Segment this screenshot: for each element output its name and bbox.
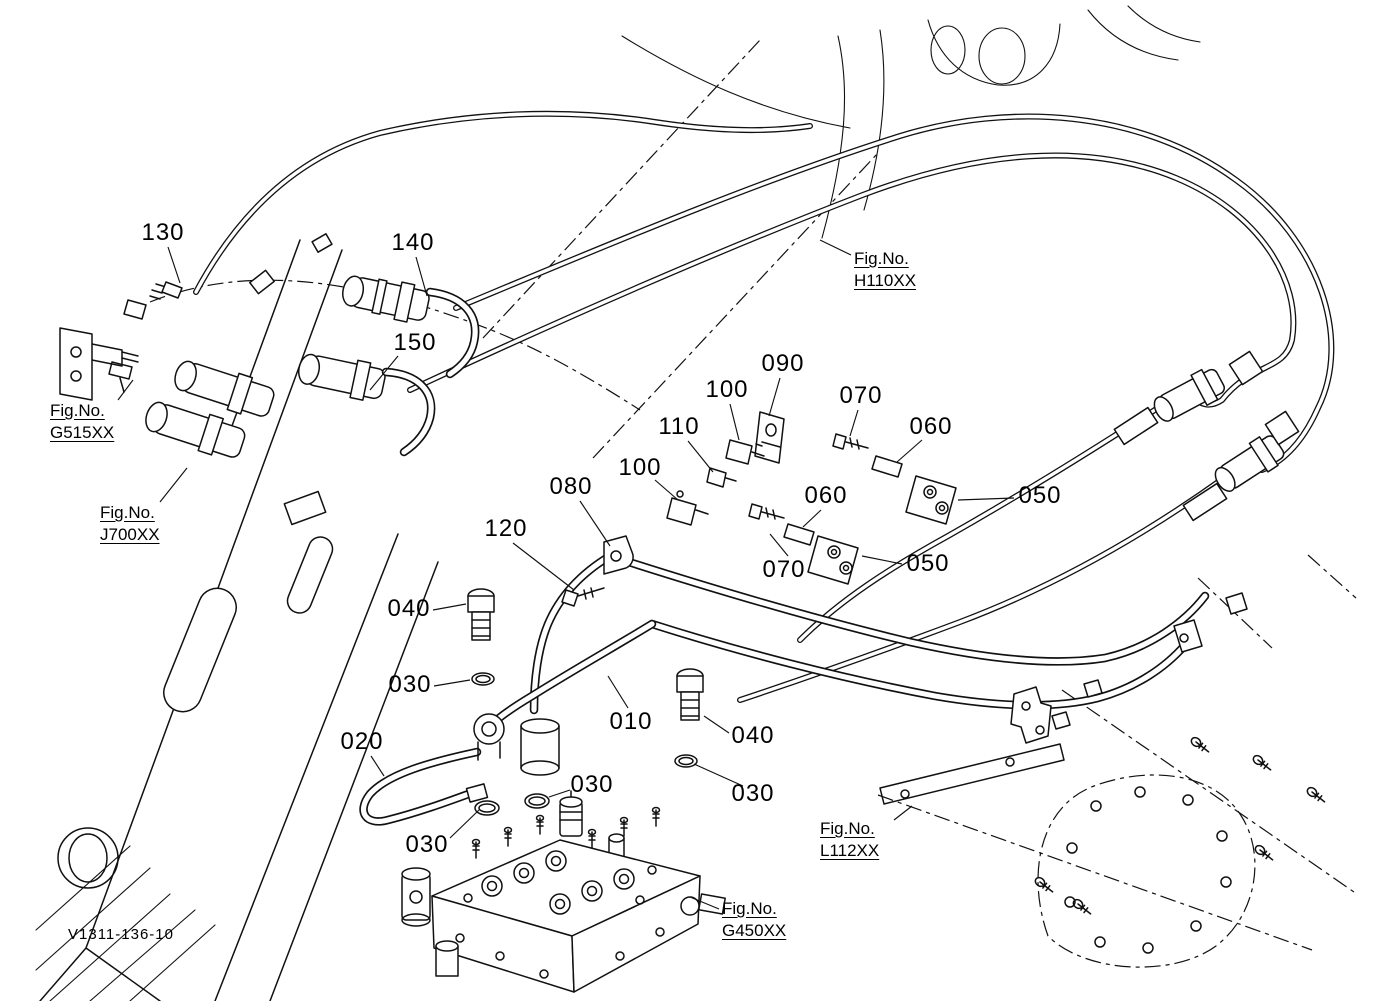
coupler-150 [297, 353, 436, 457]
part-callout: 030 [570, 771, 614, 798]
right-frame [879, 592, 1326, 968]
plugs-and-orings [467, 588, 704, 816]
part-callout: 150 [393, 329, 437, 356]
part-callout: 050 [1018, 482, 1062, 509]
fig-ref-label: Fig.No. [722, 899, 777, 918]
fig-ref-j700[interactable]: Fig.No. J700XX [100, 502, 160, 546]
part-callout: 070 [762, 556, 806, 583]
hose-020 [359, 747, 489, 826]
loop-couplers [1113, 350, 1300, 522]
manifold-g515 [59, 233, 333, 401]
machine-body-phantom-lines [149, 39, 1357, 951]
part-callout: 030 [388, 671, 432, 698]
part-callout: 100 [618, 454, 662, 481]
part-callout: 060 [804, 482, 848, 509]
fig-ref-h110[interactable]: Fig.No. H110XX [854, 248, 916, 292]
part-callout: 030 [405, 831, 449, 858]
fig-ref-code: H110XX [854, 271, 917, 290]
mid-fittings [561, 411, 957, 607]
part-callout: 090 [761, 350, 805, 377]
part-callout: 140 [391, 229, 435, 256]
control-valve-g450 [401, 790, 726, 993]
fig-ref-code: L112XX [820, 841, 880, 860]
boom-structure [35, 239, 439, 1001]
fig-ref-label: Fig.No. [854, 249, 909, 268]
coupler-140 [342, 275, 480, 379]
fig-ref-label: Fig.No. [100, 503, 155, 522]
fig-ref-label: Fig.No. [820, 819, 875, 838]
part-callout: 030 [731, 780, 775, 807]
part-callout: 040 [387, 595, 431, 622]
fig-ref-label: Fig.No. [50, 401, 105, 420]
fig-ref-code: G515XX [50, 423, 115, 442]
part-callout: 070 [839, 382, 883, 409]
fig-ref-code: J700XX [100, 525, 160, 544]
steel-pipes [485, 551, 1210, 731]
part-callout: 060 [909, 413, 953, 440]
part-callout: 120 [484, 515, 528, 542]
fig-ref-code: G450XX [722, 921, 787, 940]
part-callout: 010 [609, 708, 653, 735]
fig-ref-g515[interactable]: Fig.No. G515XX [50, 400, 114, 444]
part-callout: 080 [549, 473, 593, 500]
part-callout: 130 [141, 219, 185, 246]
part-callout: 110 [658, 413, 700, 440]
fig-ref-l112[interactable]: Fig.No. L112XX [820, 818, 879, 862]
part-callout: 100 [705, 376, 749, 403]
part-callout: 040 [731, 722, 775, 749]
part-callout: 020 [340, 728, 384, 755]
part-callout: 050 [906, 550, 950, 577]
drawing-number: V1311-136-10 [68, 926, 174, 943]
fig-ref-g450[interactable]: Fig.No. G450XX [722, 898, 786, 942]
leader-lines [117, 239, 1015, 910]
quick-couplers-j700 [145, 360, 275, 458]
